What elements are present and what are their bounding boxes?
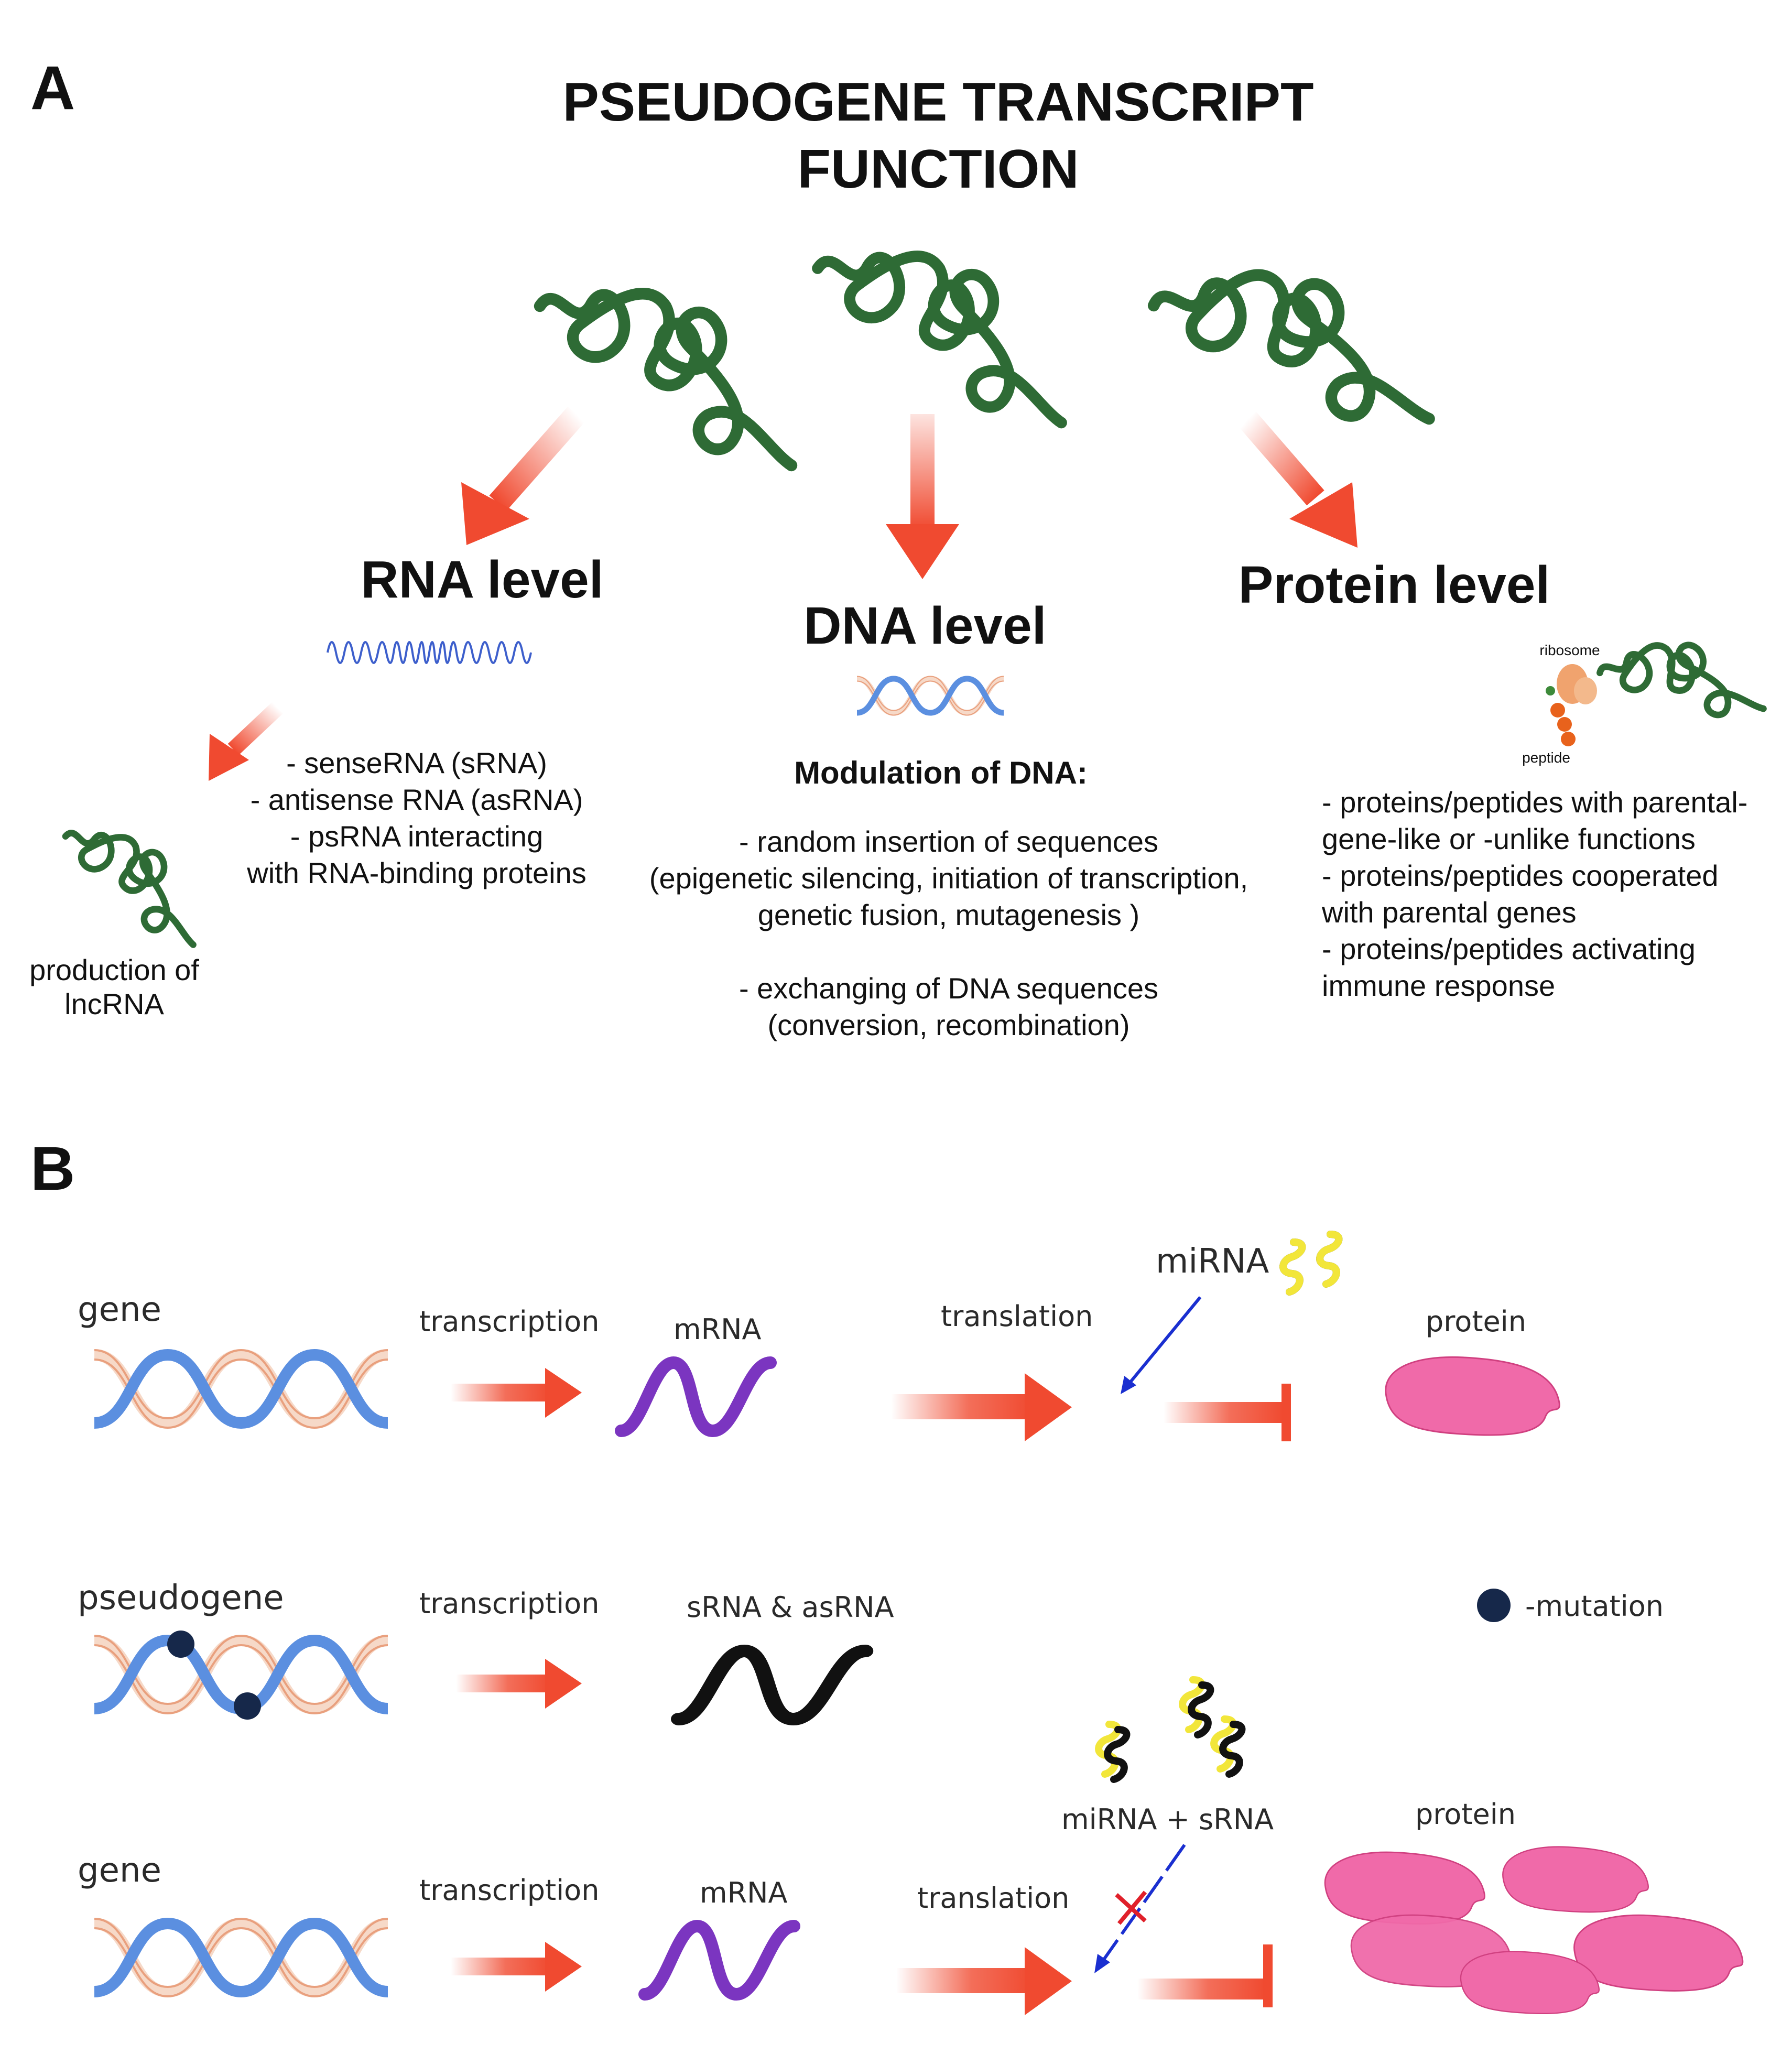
ribosome-label: ribosome xyxy=(1539,642,1600,658)
gradient-arrow-icon xyxy=(886,414,959,579)
coiled-transcript-icon xyxy=(818,256,1061,423)
gene-label: gene xyxy=(78,1290,161,1329)
protein-item: - proteins/peptides with parental- xyxy=(1322,786,1747,819)
coiled-transcript-icon xyxy=(540,294,791,465)
gene-label: gene xyxy=(78,1851,161,1890)
mutation-dot-icon xyxy=(234,1692,261,1720)
lncrna-label-line2: lncRNA xyxy=(64,987,164,1020)
lncrna-label-line1: production of xyxy=(29,953,199,986)
mutation-legend-label: -mutation xyxy=(1525,1590,1664,1623)
coiled-transcript-icon xyxy=(1598,618,1764,757)
gradient-arrow-icon xyxy=(1239,411,1357,548)
transcription-label: transcription xyxy=(419,1305,599,1338)
mrna-wave-icon xyxy=(645,1926,794,1994)
inhibition-line-icon xyxy=(1121,1296,1202,1394)
dna-items: - random insertion of sequences (epigene… xyxy=(649,825,1248,1041)
dna-item: - exchanging of DNA sequences xyxy=(739,972,1158,1005)
dna-helix-icon xyxy=(857,677,1004,715)
rna-items: - senseRNA (sRNA) - antisense RNA (asRNA… xyxy=(246,746,586,889)
coiled-transcript-icon xyxy=(1152,249,1429,462)
mutation-dot-icon xyxy=(1477,1589,1511,1622)
protein-item: immune response xyxy=(1322,969,1555,1002)
dna-item: - random insertion of sequences xyxy=(739,825,1158,858)
protein-items: - proteins/peptides with parental- gene-… xyxy=(1321,786,1747,1002)
mirna-srna-label: miRNA + sRNA xyxy=(1061,1803,1274,1836)
mrna-label: mRNA xyxy=(700,1876,788,1909)
protein-label: protein xyxy=(1426,1305,1526,1338)
coiled-transcript-icon xyxy=(53,829,207,944)
rna-item: - antisense RNA (asRNA) xyxy=(251,783,583,816)
ribosome-icon xyxy=(1546,664,1597,746)
rna-item: - senseRNA (sRNA) xyxy=(286,746,547,779)
mrna-wave-icon xyxy=(621,1363,770,1431)
translation-label: translation xyxy=(917,1882,1069,1915)
peptide-label: peptide xyxy=(1522,749,1570,766)
mirna-label: miRNA xyxy=(1156,1242,1269,1281)
blocked-cross-icon xyxy=(1115,1890,1147,1925)
transcription-label: transcription xyxy=(419,1874,599,1907)
transcription-label: transcription xyxy=(419,1587,599,1620)
protein-item: - proteins/peptides cooperated xyxy=(1322,859,1719,892)
protein-level-heading: Protein level xyxy=(1239,556,1550,614)
rna-item: - psRNA interacting xyxy=(290,820,543,853)
protein-blob-icon xyxy=(1385,1356,1560,1436)
gradient-arrow-icon xyxy=(896,1947,1072,2015)
rna-wave-icon xyxy=(327,641,532,664)
rna-item: with RNA-binding proteins xyxy=(246,856,586,889)
inhibition-line-icon xyxy=(1094,1844,1186,1973)
protein-item: with parental genes xyxy=(1321,896,1577,929)
srna-wave-icon xyxy=(679,1651,865,1719)
inhibition-arrow-icon xyxy=(1164,1384,1291,1441)
gradient-arrow-icon xyxy=(461,406,585,545)
protein-label: protein xyxy=(1415,1798,1516,1831)
gradient-arrow-icon xyxy=(451,1942,582,1992)
dna-item: (epigenetic silencing, initiation of tra… xyxy=(649,862,1248,895)
protein-item: - proteins/peptides activating xyxy=(1322,932,1696,965)
mutation-dot-icon xyxy=(167,1631,194,1658)
mirna-icon xyxy=(1283,1234,1339,1292)
panel-a-letter: A xyxy=(30,53,75,123)
dna-helix-icon xyxy=(94,1919,388,1996)
inhibition-arrow-icon xyxy=(1137,1944,1273,2007)
gradient-arrow-icon xyxy=(209,702,284,781)
gradient-arrow-icon xyxy=(451,1368,582,1418)
dna-subheading: Modulation of DNA: xyxy=(794,755,1088,790)
dna-level-heading: DNA level xyxy=(803,596,1046,655)
gradient-arrow-icon xyxy=(456,1659,582,1709)
rna-level-heading: RNA level xyxy=(361,550,603,609)
dna-helix-icon xyxy=(94,1350,388,1428)
translation-label: translation xyxy=(941,1300,1093,1333)
panel-b-letter: B xyxy=(30,1134,75,1203)
mirna-srna-complex-icon xyxy=(1099,1680,1242,1779)
srna-asrna-label: sRNA & asRNA xyxy=(687,1591,894,1624)
diagram-title-line2: FUNCTION xyxy=(797,139,1079,200)
protein-item: gene-like or -unlike functions xyxy=(1322,822,1696,855)
mrna-label: mRNA xyxy=(674,1313,762,1346)
dna-item: genetic fusion, mutagenesis ) xyxy=(758,898,1139,931)
gradient-arrow-icon xyxy=(891,1373,1072,1441)
diagram-title-line1: PSEUDOGENE TRANSCRIPT xyxy=(562,72,1313,133)
dna-item: (conversion, recombination) xyxy=(768,1008,1130,1041)
protein-cluster-icon xyxy=(1324,1846,1744,2015)
pseudogene-label: pseudogene xyxy=(78,1579,284,1617)
